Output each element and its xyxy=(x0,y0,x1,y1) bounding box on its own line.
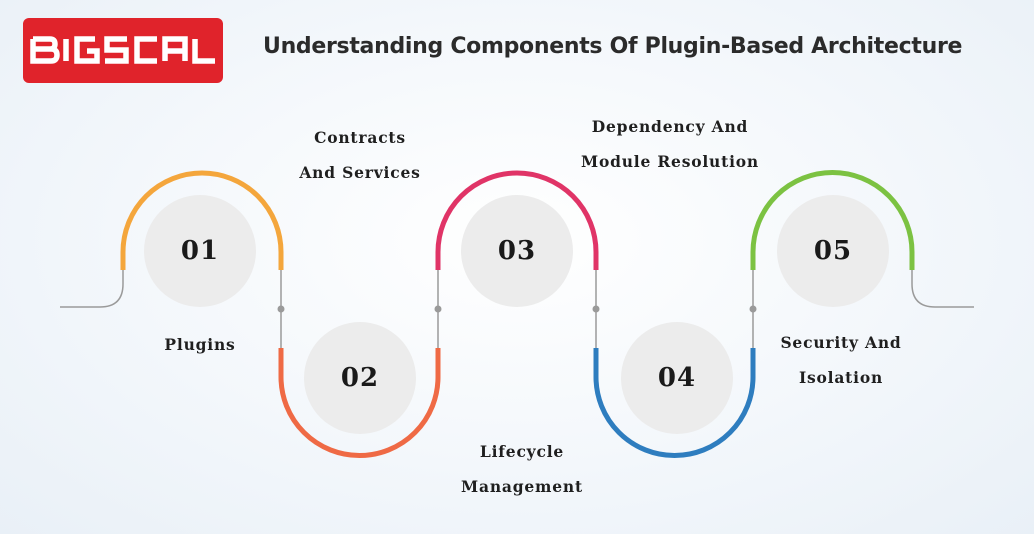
bigscal-logo xyxy=(23,18,223,83)
step-02-number: 02 xyxy=(304,322,416,434)
step-03-arc xyxy=(435,170,599,270)
step-05-label-line2: Isolation xyxy=(798,368,884,387)
step-04-number: 04 xyxy=(621,322,733,434)
link-dot-1-2 xyxy=(277,305,285,313)
step-05-arc xyxy=(750,170,915,270)
logo-wordmark-icon xyxy=(30,36,215,64)
link-dot-3-4 xyxy=(592,305,600,313)
step-01-number: 01 xyxy=(144,195,256,307)
step-03-label-line2: Module Resolution xyxy=(581,152,759,171)
link-dot-4-5 xyxy=(749,305,757,313)
step-03-label-line1: Dependency And xyxy=(591,117,749,136)
step-02-label-line2: And Services xyxy=(299,163,421,182)
step-04-label-line2: Management xyxy=(461,477,583,496)
left-connector-line xyxy=(60,270,124,308)
step-05-number: 05 xyxy=(777,195,889,307)
step-02-label-line1: Contracts xyxy=(314,128,406,147)
step-04-label-line1: Lifecycle xyxy=(479,442,565,461)
link-dot-2-3 xyxy=(434,305,442,313)
step-01-label-line1: Plugins xyxy=(164,335,236,354)
step-03-number: 03 xyxy=(461,195,573,307)
page-title: Understanding Components Of Plugin-Based… xyxy=(263,34,963,59)
step-04-label: Lifecycle Management xyxy=(432,434,612,504)
step-05-label-line1: Security And xyxy=(780,333,902,352)
step-02-label: Contracts And Services xyxy=(270,120,450,190)
right-connector-line xyxy=(911,270,974,308)
step-01-label: Plugins xyxy=(120,327,280,362)
step-01-arc xyxy=(120,170,284,270)
step-05-label: Security And Isolation xyxy=(755,325,927,395)
step-02-arc xyxy=(278,348,441,458)
step-03-label: Dependency And Module Resolution xyxy=(560,109,780,179)
step-04-arc xyxy=(593,348,756,458)
